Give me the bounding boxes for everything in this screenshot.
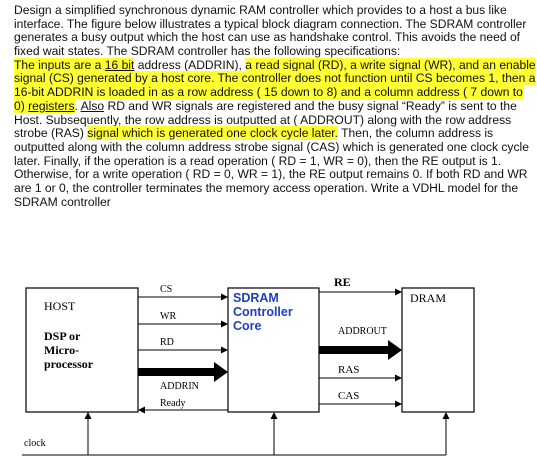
plain-text: strobe (RAS) [14,126,88,141]
text-line: Design a simplified synchronous dynamic … [14,3,507,17]
text-line: later. Finally, if the operation is a re… [14,153,502,168]
host-label-line3: processor [44,357,94,371]
underlined-text: registers [28,98,75,113]
plain-text: Then, the column address is [338,126,494,141]
problem-statement: Design a simplified synchronous dynamic … [14,3,536,209]
host-label-line2: Micro- [44,343,79,357]
wr-label: WR [160,311,176,322]
underlined-text: Also [80,98,105,113]
addrout-label: ADDROUT [338,326,387,337]
highlighted-text: a read signal (RD), a write signal (WR),… [245,57,536,72]
cs-label: CS [160,284,172,295]
text-line: Host. Subsequently, the row address is o… [14,112,512,127]
cas-label: CAS [338,390,359,402]
addrout-bus-arrow [319,340,402,360]
text-line: generates a busy output which the host c… [14,30,521,45]
text-line: interface. The figure below illustrates … [14,16,527,31]
plain-text: . [74,98,81,113]
highlighted-text: 16-bit ADDRIN is loaded in as a row addr… [14,85,523,100]
text-line: 0) registers. Also RD and WR signals are… [14,98,530,114]
text-line: strobe (RAS) signal which is generated o… [14,126,530,141]
dram-title: DRAM [410,291,446,305]
plain-text: RD and WR signals are registered and the… [104,98,517,113]
highlighted-text: 0) [14,98,29,113]
ready-label: Ready [160,398,186,409]
addrin-bus-arrow [138,362,228,382]
controller-label-line3: Core [233,319,262,333]
host-title: HOST [44,299,76,313]
rd-label: RD [160,337,174,348]
addrin-label: ADDRIN [160,381,199,392]
text-line: outputted along with the column address … [14,139,529,154]
text-line: signal (CS) generated by a host core. Th… [14,71,536,86]
text-line: fixed wait states. The SDRAM controller … [14,44,401,59]
re-label: RE [334,275,351,289]
plain-text: address (ADDRIN), [134,57,246,72]
highlighted-text: The inputs are a [14,57,105,72]
ras-label: RAS [338,364,359,376]
clock-label: clock [24,438,46,449]
host-block [25,287,139,413]
controller-label-line2: Controller [233,305,293,319]
highlighted-text: signal (CS) generated by a host core. Th… [14,71,502,86]
dram-block [401,287,475,413]
text-line: 16-bit ADDRIN is loaded in as a row addr… [14,85,530,100]
highlighted-text: then a [501,71,536,86]
controller-label-line1: SDRAM [233,291,279,305]
highlighted-text: signal which is generated one clock cycl… [87,126,339,141]
text-line: SDRAM controller [14,194,111,209]
text-line: Otherwise, for a write operation ( RD = … [14,167,528,182]
underlined-text: 16 bit [104,57,135,72]
text-line: are 1 or 0, the controller terminates th… [14,180,519,195]
text-line: The inputs are a 16 bit address (ADDRIN)… [14,57,536,73]
host-label-line1: DSP or [44,329,81,343]
